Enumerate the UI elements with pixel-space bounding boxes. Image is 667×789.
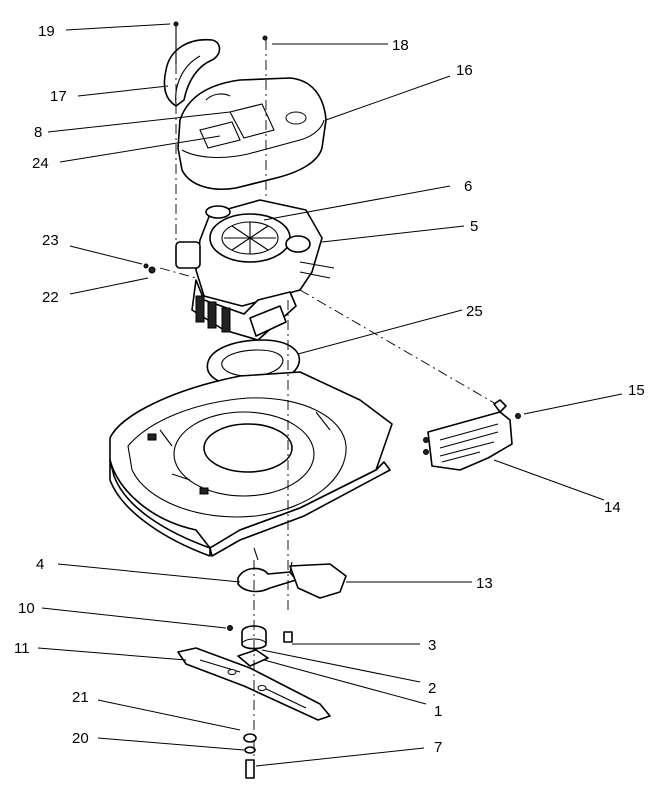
engine-icon xyxy=(175,199,335,341)
engine-cover-icon xyxy=(177,77,327,190)
callout-14: 14 xyxy=(604,499,621,516)
callout-6: 6 xyxy=(464,178,472,195)
callout-20: 20 xyxy=(72,730,89,747)
callout-23: 23 xyxy=(42,232,59,249)
callout-labels: 19 18 16 17 8 24 6 5 23 22 25 15 14 4 13… xyxy=(14,23,645,756)
callout-1: 1 xyxy=(434,703,442,720)
callout-8: 8 xyxy=(34,124,42,141)
callout-15: 15 xyxy=(628,382,645,399)
callout-25: 25 xyxy=(466,303,483,320)
callout-16: 16 xyxy=(456,62,473,79)
callout-13: 13 xyxy=(476,575,493,592)
callout-4: 4 xyxy=(36,556,44,573)
callout-18: 18 xyxy=(392,37,409,54)
leader-lines xyxy=(37,23,623,767)
hardware-icon xyxy=(143,21,293,779)
callout-2: 2 xyxy=(428,680,436,697)
mower-deck-icon xyxy=(109,371,393,557)
alignment-lines xyxy=(159,40,497,760)
callout-5: 5 xyxy=(470,218,478,235)
blade-adapter-icon xyxy=(237,547,347,599)
callout-22: 22 xyxy=(42,289,59,306)
callout-17: 17 xyxy=(50,88,67,105)
callout-21: 21 xyxy=(72,689,89,706)
callout-24: 24 xyxy=(32,155,49,172)
callout-3: 3 xyxy=(428,637,436,654)
rear-guard-icon xyxy=(423,399,521,471)
callout-7: 7 xyxy=(434,739,442,756)
pulley-icon xyxy=(241,625,267,650)
callout-11: 11 xyxy=(14,640,30,657)
callout-19: 19 xyxy=(38,23,55,40)
callout-10: 10 xyxy=(18,600,35,617)
